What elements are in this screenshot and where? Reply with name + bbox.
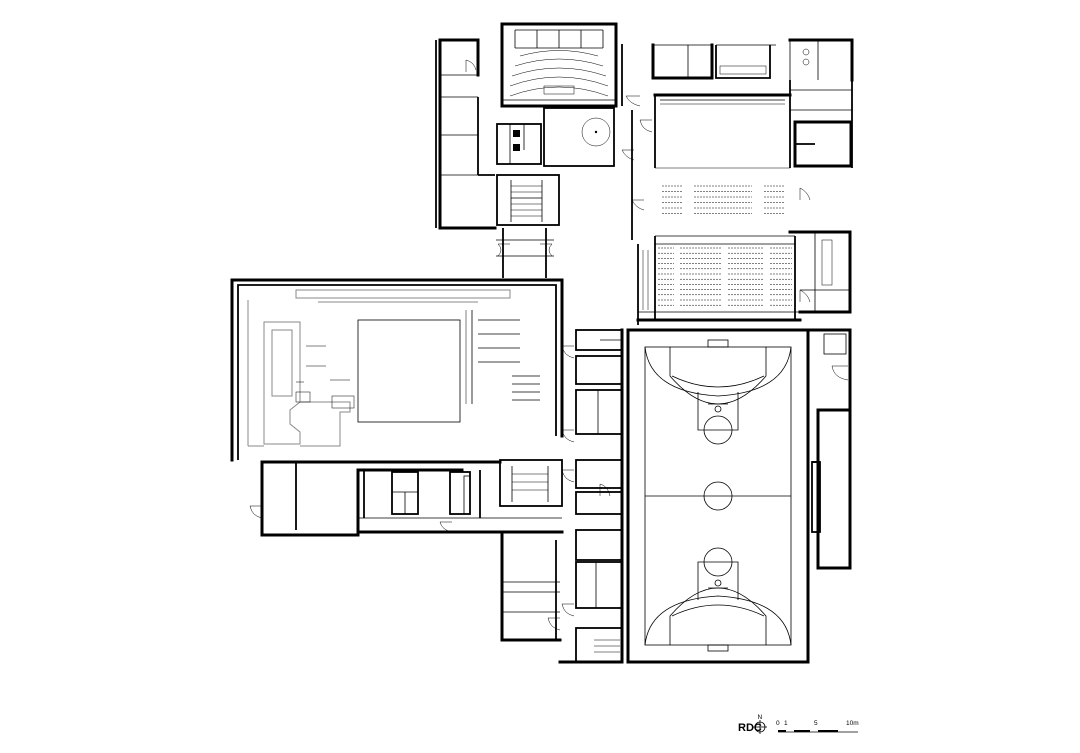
auditorium (636, 93, 811, 325)
scale-label-5: 5 (814, 720, 818, 727)
auditorium-seats-upper (662, 185, 784, 214)
central-rooms (558, 328, 624, 664)
level-label: RDC (738, 722, 762, 734)
scale-label-1: 1 (784, 720, 788, 727)
north-west-wing (435, 38, 497, 230)
scale-label-0: 0 (776, 720, 780, 727)
north-east-wing (651, 38, 854, 168)
sports-hall-large (230, 278, 564, 462)
north-label: N (758, 714, 763, 721)
lecture-hall (500, 22, 618, 108)
round-room (543, 106, 615, 167)
west-lower-rooms (249, 459, 564, 537)
north-arrow-icon: N (753, 714, 767, 734)
north-link (621, 44, 853, 240)
legend: RDC N 0 1 5 10m (738, 714, 859, 734)
basketball-court (644, 339, 792, 652)
link-corridor (496, 228, 554, 278)
scale-label-10m: 10m (846, 720, 859, 727)
gymnasium (626, 328, 852, 664)
auditorium-seats-lower (658, 247, 792, 306)
sanitary-core (496, 123, 560, 226)
east-service-block (788, 230, 852, 314)
south-west-rooms (500, 532, 562, 642)
scale-bar: 0 1 5 10m (776, 720, 859, 733)
